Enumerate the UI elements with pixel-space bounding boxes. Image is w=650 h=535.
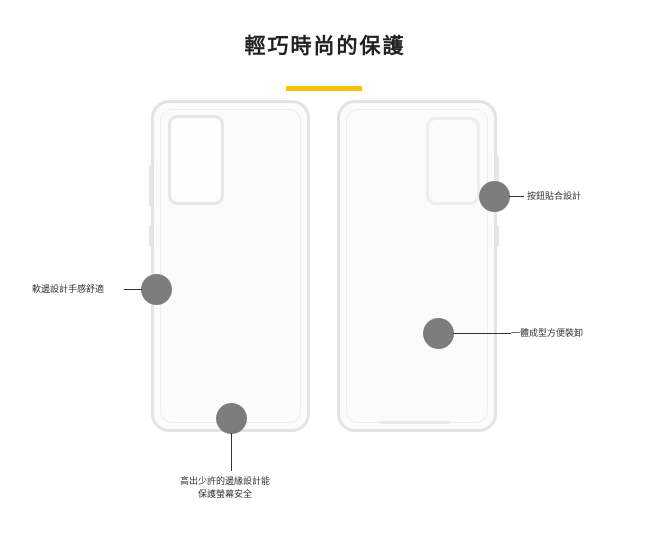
callout-line-raised-edge — [231, 433, 232, 471]
side-button-right-1 — [495, 155, 499, 197]
callout-line-button-fit — [509, 196, 524, 197]
side-button-right-2 — [495, 225, 499, 247]
bottom-port-front — [380, 421, 450, 424]
callout-label-one-piece: 一體成型方便裝卸 — [511, 329, 584, 339]
page-title: 輕巧時尚的保護 — [244, 34, 406, 58]
callout-dot-soft-edge — [141, 274, 172, 305]
callout-label-raised-edge-1: 高出少許的邊緣設計能 — [180, 477, 271, 487]
case-back-view — [151, 100, 310, 432]
callout-line-soft-edge — [124, 289, 142, 290]
callout-dot-raised-edge — [216, 403, 247, 434]
title-underline — [286, 86, 362, 91]
callout-line-one-piece — [453, 333, 511, 334]
case-front-view — [337, 100, 497, 432]
callout-label-button-fit: 按鈕貼合設計 — [527, 192, 582, 202]
camera-cutout-shadow — [426, 117, 480, 205]
callout-dot-button-fit — [479, 181, 510, 212]
callout-label-soft-edge: 軟邊設計手感舒適 — [32, 285, 105, 295]
side-button-left-2 — [149, 225, 153, 247]
callout-label-raised-edge-2: 保護螢幕安全 — [198, 490, 253, 500]
callout-dot-one-piece — [423, 318, 454, 349]
side-button-left-1 — [149, 165, 153, 207]
camera-cutout — [168, 115, 224, 205]
